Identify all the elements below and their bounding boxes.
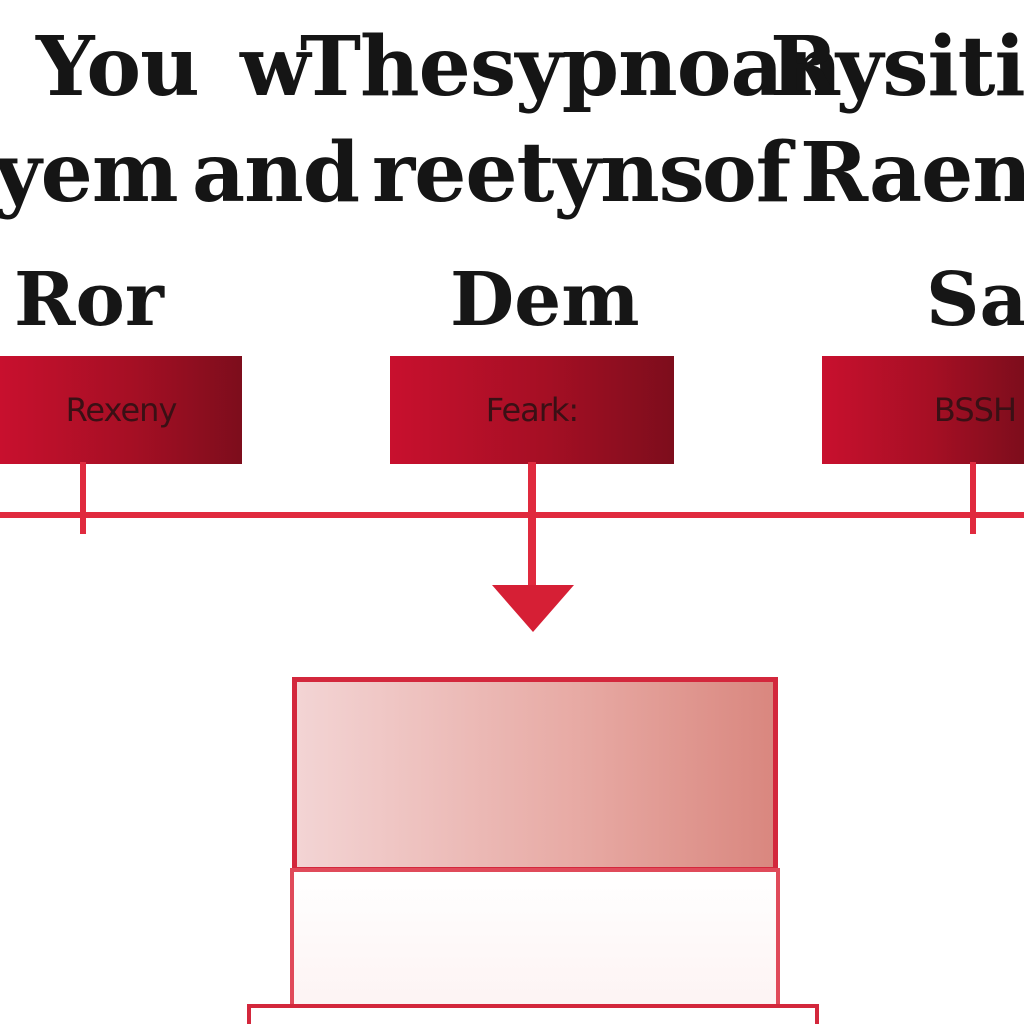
bottom-box — [247, 1004, 819, 1024]
result-frame — [290, 868, 780, 1008]
column-label-right: Sa — [926, 257, 1024, 343]
title-word: and — [192, 125, 360, 221]
column-label-left: Ror — [14, 257, 164, 343]
top-box-left-label: Rexeny — [65, 391, 178, 429]
title-word: Rysitir — [770, 19, 1024, 115]
connector-left-drop — [80, 462, 86, 534]
top-box-left: Rexeny — [0, 356, 242, 464]
connector-right-drop — [970, 462, 976, 534]
connector-horizontal-bus — [0, 512, 1024, 518]
title-word: w — [240, 19, 311, 115]
result-box — [292, 677, 778, 872]
diagram-title-line-2: yem and reetyns of Raenm — [0, 118, 1024, 228]
title-word: Raenm — [800, 125, 1024, 221]
title-word: . — [0, 12, 7, 122]
column-label-center: Dem — [450, 257, 640, 343]
title-word: of — [702, 125, 791, 221]
top-box-center-label: Feark: — [485, 391, 579, 429]
top-box-right-label: BSSH — [933, 391, 1017, 429]
top-box-right: BSSH — [822, 356, 1024, 464]
diagram-title-line-1: . You w The sypnoan Rysitir — [0, 12, 1024, 122]
top-box-center: Feark: — [390, 356, 674, 464]
arrow-down-icon — [492, 585, 574, 632]
connector-center-stem — [528, 462, 536, 592]
title-word: sypnoan — [470, 19, 842, 115]
title-word: reetyns — [372, 125, 705, 221]
title-word: yem — [0, 125, 179, 221]
title-word: You — [36, 19, 200, 115]
title-word: The — [300, 19, 471, 115]
